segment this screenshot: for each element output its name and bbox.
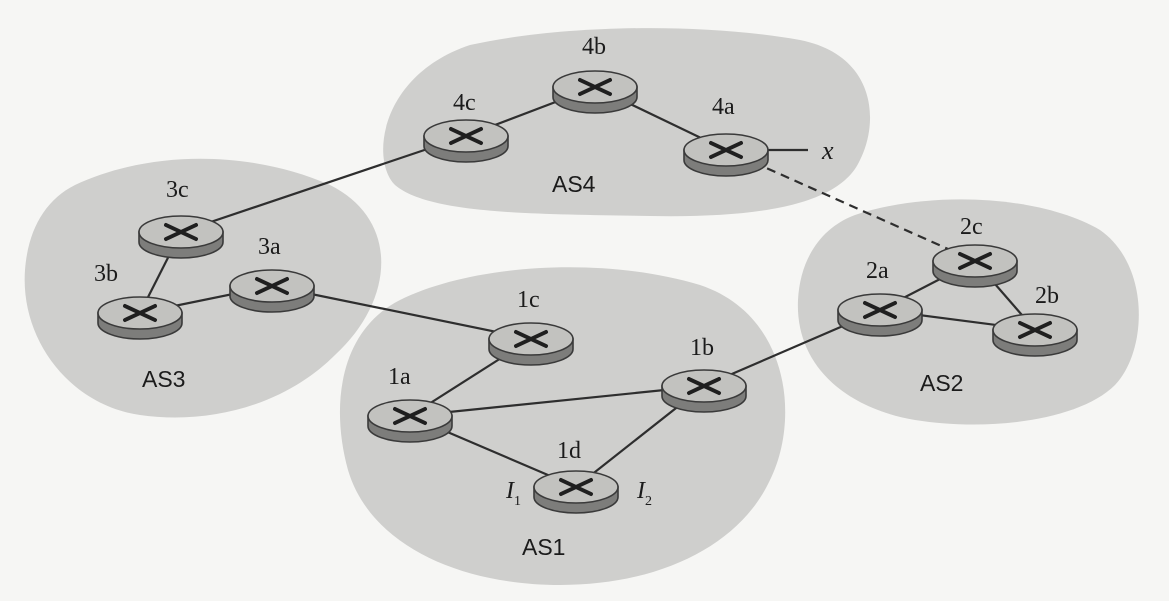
link-4a-2c <box>725 148 976 263</box>
link-1a-1b <box>409 384 705 418</box>
router-label-3a: 3a <box>258 234 281 260</box>
router-4c <box>423 119 509 163</box>
router-1a <box>367 399 453 443</box>
router-label-2b: 2b <box>1035 283 1059 309</box>
router-1d <box>533 470 619 514</box>
interface-i2-sub: 2 <box>645 494 652 509</box>
router-cross-icon <box>709 141 743 159</box>
router-4a <box>683 133 769 177</box>
router-label-3c: 3c <box>166 177 189 203</box>
router-2a <box>837 293 923 337</box>
router-3c <box>138 215 224 259</box>
router-cross-icon <box>255 277 289 295</box>
router-cross-icon <box>514 330 548 348</box>
router-label-1c: 1c <box>517 287 540 313</box>
router-label-1a: 1a <box>388 364 411 390</box>
router-label-4b: 4b <box>582 34 606 60</box>
router-cross-icon <box>578 78 612 96</box>
as-label-as1: AS1 <box>522 534 565 560</box>
router-label-1b: 1b <box>690 335 714 361</box>
router-cross-icon <box>393 407 427 425</box>
link-3c-4c <box>180 134 467 234</box>
as-label-as2: AS2 <box>920 370 963 396</box>
router-2b <box>992 313 1078 357</box>
as-label-as3: AS3 <box>142 366 185 392</box>
router-cross-icon <box>863 301 897 319</box>
routers <box>97 70 1078 514</box>
as2-region <box>797 199 1139 425</box>
as3-region <box>24 158 382 418</box>
router-3a <box>229 269 315 313</box>
router-cross-icon <box>958 252 992 270</box>
router-1b <box>661 369 747 413</box>
router-3b <box>97 296 183 340</box>
router-label-1d: 1d <box>557 438 581 464</box>
as-label-as4: AS4 <box>552 171 596 197</box>
router-cross-icon <box>123 304 157 322</box>
router-label-3b: 3b <box>94 261 118 287</box>
interface-i1-sub: 1 <box>514 494 521 509</box>
router-cross-icon <box>449 127 483 145</box>
as-regions <box>24 28 1139 585</box>
external-destination-x: x <box>821 136 834 165</box>
router-label-4c: 4c <box>453 90 476 116</box>
router-cross-icon <box>559 478 593 496</box>
interface-i2-letter: I <box>636 478 646 504</box>
router-label-4a: 4a <box>712 94 735 120</box>
link-3a-1c <box>271 284 532 341</box>
router-2c <box>932 244 1018 288</box>
router-label-2c: 2c <box>960 214 983 240</box>
router-cross-icon <box>1018 321 1052 339</box>
interface-labels: I1 I2 <box>505 478 652 509</box>
interface-i1-letter: I <box>505 478 515 504</box>
as-labels: AS4 AS3 AS1 AS2 <box>142 171 963 560</box>
router-cross-icon <box>164 223 198 241</box>
interface-label-i1: I1 <box>505 478 521 509</box>
router-labels: 4b 4c 4a 3c 3a 3b 1c 1a 1b 1d 2c 2a 2b <box>94 34 1059 464</box>
router-4b <box>552 70 638 114</box>
interface-label-i2: I2 <box>636 478 652 509</box>
router-cross-icon <box>687 377 721 395</box>
router-label-2a: 2a <box>866 258 889 284</box>
router-1c <box>488 322 574 366</box>
as1-region <box>339 267 786 585</box>
